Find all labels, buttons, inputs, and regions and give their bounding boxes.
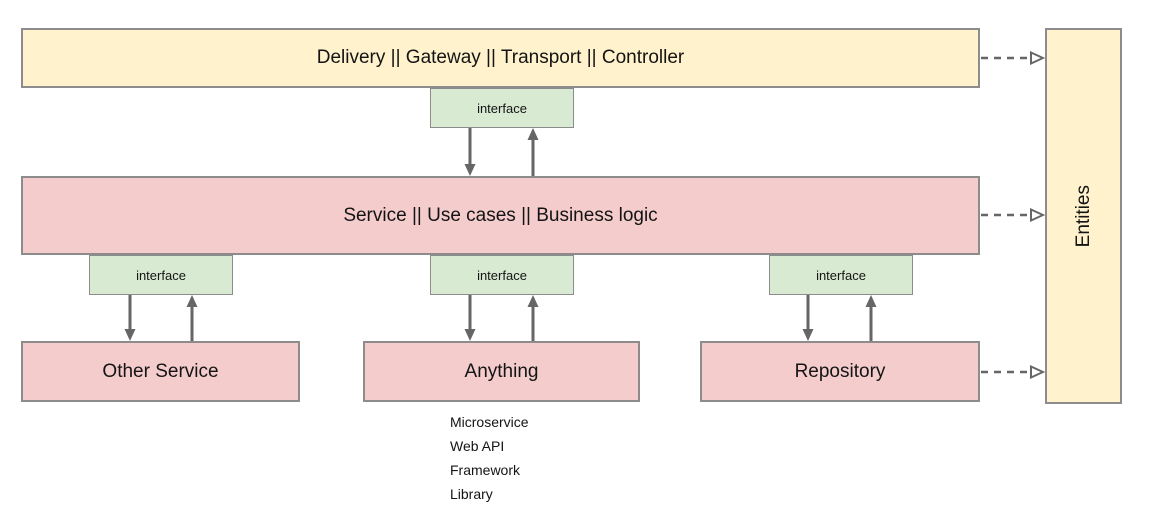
up-arrow xyxy=(186,295,198,341)
interface-label: interface xyxy=(136,267,186,283)
interface-box-left: interface xyxy=(89,255,233,295)
up-arrow xyxy=(865,295,877,341)
interface-label: interface xyxy=(477,267,527,283)
anything-example-item: Web API xyxy=(450,438,505,454)
repository-box: Repository xyxy=(700,341,980,402)
anything-label: Anything xyxy=(464,360,539,382)
delivery-layer-label: Delivery || Gateway || Transport || Cont… xyxy=(316,47,685,68)
down-arrow xyxy=(124,295,136,341)
service-layer-label: Service || Use cases || Business logic xyxy=(343,204,658,226)
anything-example-item: Library xyxy=(450,486,493,502)
interface-box-middle: interface xyxy=(430,255,574,295)
service-layer-box: Service || Use cases || Business logic xyxy=(21,176,980,255)
dashed-arrow xyxy=(981,365,1045,379)
interface-box-right: interface xyxy=(769,255,913,295)
anything-example-item: Framework xyxy=(450,462,521,478)
interface-label: interface xyxy=(816,267,866,283)
anything-example-item: Microservice xyxy=(450,414,529,430)
dashed-arrow xyxy=(981,208,1045,222)
down-arrow xyxy=(802,295,814,341)
delivery-layer-box: Delivery || Gateway || Transport || Cont… xyxy=(21,28,980,88)
down-arrow xyxy=(464,295,476,341)
up-arrow xyxy=(527,295,539,341)
other-service-label: Other Service xyxy=(102,360,219,382)
entities-box: Entities xyxy=(1045,28,1122,404)
interface-label: interface xyxy=(477,100,527,116)
anything-box: Anything xyxy=(363,341,640,402)
entities-label: Entities xyxy=(1072,184,1094,248)
other-service-box: Other Service xyxy=(21,341,300,402)
interface-box-top: interface xyxy=(430,88,574,128)
repository-label: Repository xyxy=(794,360,886,382)
anything-examples-list: Microservice Web API Framework Library xyxy=(450,410,529,506)
down-arrow xyxy=(464,128,476,176)
dashed-arrow xyxy=(981,51,1045,65)
up-arrow xyxy=(527,128,539,176)
